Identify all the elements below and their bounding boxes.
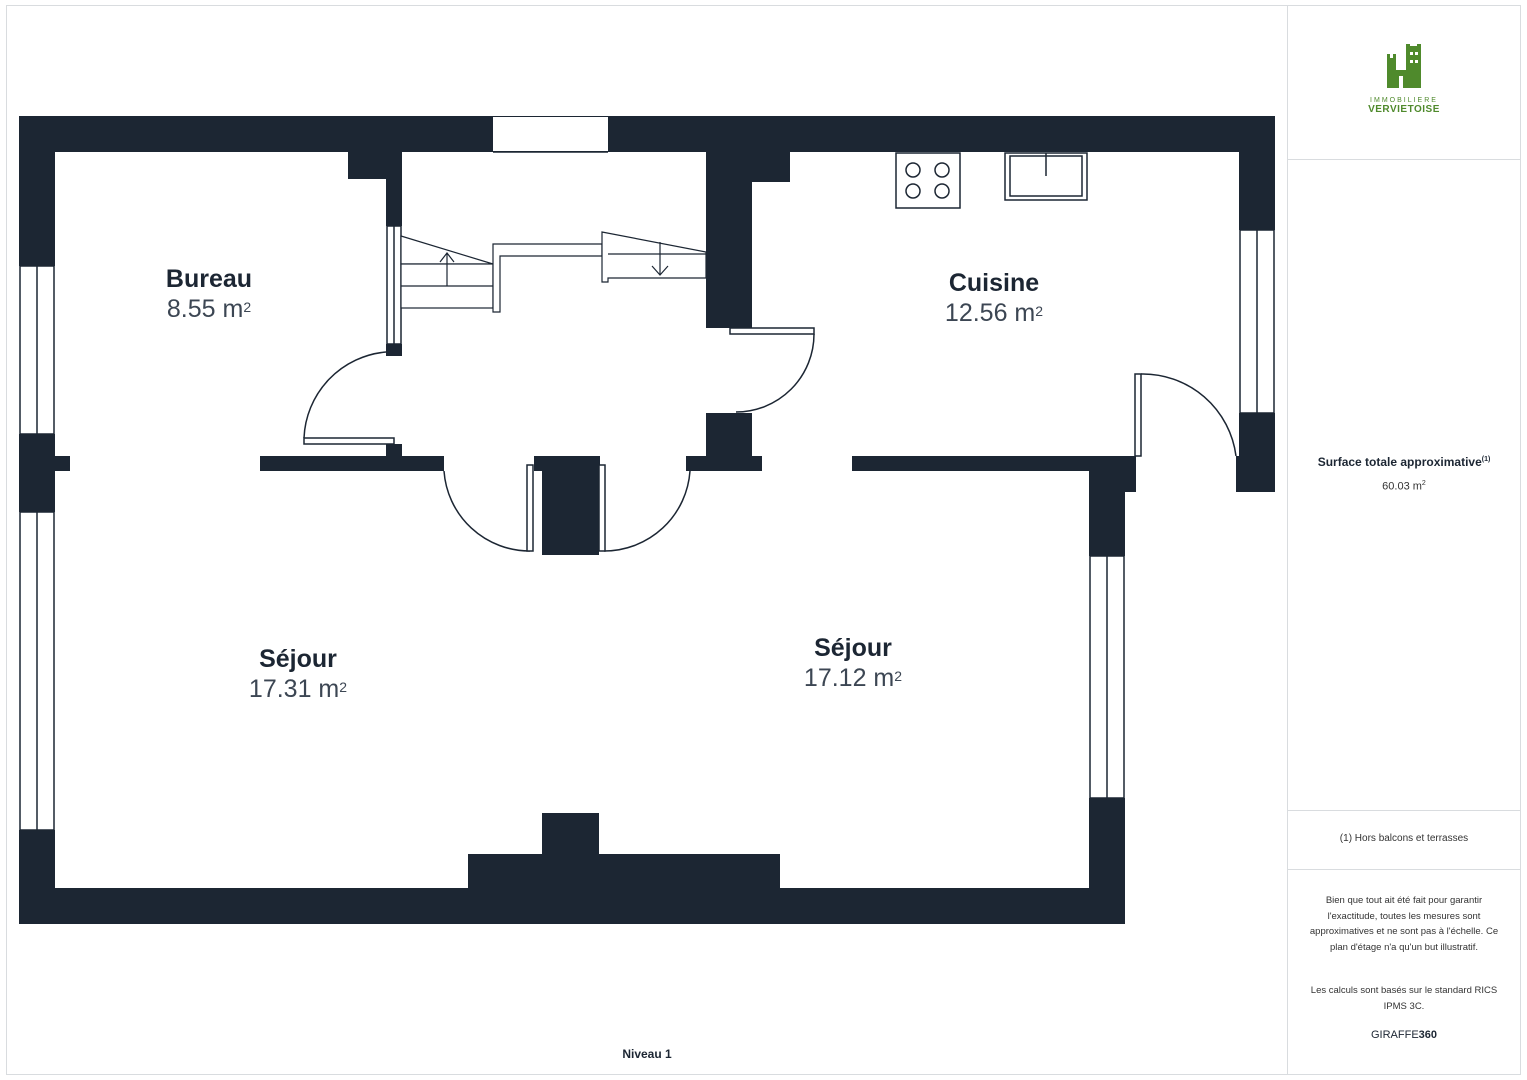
- room-area: 17.12 m: [803, 664, 895, 692]
- company-logo: IMMOBILIERE VERVIETOISE: [1339, 44, 1469, 115]
- room-bureau: Bureau 8.55 m2: [165, 265, 253, 323]
- divider: [1288, 810, 1521, 811]
- wall-kitchen-nib-top: [752, 152, 790, 182]
- wall-left-top: [19, 116, 55, 266]
- windows: [19, 117, 1275, 831]
- room-name: Séjour: [259, 645, 337, 673]
- wall-corner: [1236, 456, 1275, 492]
- room-name: Séjour: [814, 634, 892, 662]
- divider: [1288, 869, 1521, 870]
- room-area: 12.56 m: [944, 299, 1036, 327]
- room-cuisine: Cuisine 12.56 m2: [944, 269, 1044, 327]
- doors: [303, 327, 1237, 552]
- room-area: 17.31 m: [248, 675, 340, 703]
- stairs: [400, 231, 707, 313]
- room-sejour-1: Séjour 17.31 m2: [248, 645, 348, 703]
- wall-right-top: [1239, 116, 1275, 230]
- wall-bureau-sejour: [260, 456, 444, 471]
- wall-stub-left: [55, 456, 70, 471]
- brand-label: GIRAFFE360: [1370, 1029, 1438, 1041]
- room-name: Bureau: [165, 265, 253, 293]
- wall-nib-bureau: [348, 152, 386, 179]
- page-frame: [6, 5, 1521, 1075]
- kitchen-fixtures: [895, 152, 1088, 209]
- total-surface-title: Surface totale approximative(1): [1317, 455, 1491, 469]
- wall-bureau-hall-end: [386, 344, 402, 356]
- castle-icon: [1387, 44, 1421, 88]
- divider: [1288, 159, 1521, 160]
- chimney-base: [468, 854, 780, 894]
- wall-right-mid-top: [1089, 470, 1125, 556]
- wall-pillar: [542, 456, 599, 555]
- wall-top: [19, 116, 1275, 152]
- level-label: Niveau 1: [622, 1047, 672, 1061]
- wall-jamb: [386, 444, 402, 471]
- footnote: (1) Hors balcons et terrasses: [1339, 833, 1469, 844]
- walls: [19, 116, 1275, 924]
- wall-sejour-kitchen: [852, 456, 1136, 471]
- wall-kitchen-corner: [1125, 456, 1136, 492]
- chimney-top: [542, 813, 599, 858]
- wall-hall-kitchen: [706, 152, 752, 328]
- wall-right-mid-bottom: [1089, 798, 1125, 924]
- info-sidebar: [1287, 5, 1521, 1075]
- wall-bureau-hall-top: [386, 152, 402, 226]
- room-sejour-2: Séjour 17.12 m2: [803, 634, 903, 692]
- room-area: 8.55 m: [166, 295, 244, 323]
- wall-left-mid: [19, 434, 55, 512]
- logo-line-2: VERVIETOISE: [1368, 104, 1440, 115]
- total-surface-value: 60.03 m2: [1382, 480, 1426, 493]
- cooktop: [895, 152, 961, 209]
- wall-kitchen-nib: [706, 413, 752, 471]
- disclaimer: Bien que tout ait été fait pour garantir…: [1309, 895, 1499, 953]
- room-name: Cuisine: [948, 269, 1040, 297]
- logo-line-1: IMMOBILIERE: [1370, 97, 1438, 104]
- standard-note: Les calculs sont basés sur le standard R…: [1310, 985, 1498, 1012]
